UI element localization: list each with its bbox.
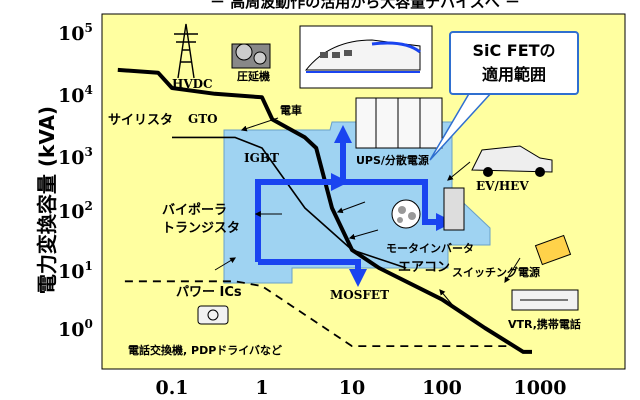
y-tick-base: 10 bbox=[58, 201, 84, 223]
power-pylon-icon bbox=[174, 23, 198, 79]
callout-box bbox=[449, 31, 579, 95]
y-ticks: 105 104 103 102 101 100 bbox=[58, 21, 93, 341]
y-tick-base: 10 bbox=[58, 261, 84, 283]
thyristor-label: サイリスタ bbox=[108, 113, 173, 128]
telephone-icon bbox=[197, 305, 229, 325]
vcr-icon bbox=[511, 289, 579, 311]
y-tick-label: 101 bbox=[58, 259, 93, 283]
x-tick-label: 1000 bbox=[514, 377, 567, 399]
y-tick-base: 10 bbox=[58, 319, 84, 341]
y-tick-label: 100 bbox=[58, 317, 93, 341]
series-line bbox=[172, 136, 407, 269]
car-icon bbox=[471, 145, 553, 177]
server-rack-icon bbox=[355, 97, 443, 149]
x-tick-label: 0.1 bbox=[155, 377, 188, 399]
mosfet-label: MOSFET bbox=[330, 288, 389, 302]
callout-line-1: SiC FETの bbox=[472, 41, 555, 60]
y-tick-base: 10 bbox=[58, 23, 84, 45]
y-tick-exp: 3 bbox=[84, 145, 92, 159]
y-tick-exp: 2 bbox=[84, 199, 92, 213]
pointer-arrow bbox=[447, 161, 471, 181]
arrow-down bbox=[258, 259, 367, 287]
arrow-right bbox=[343, 179, 454, 231]
y-tick-exp: 5 bbox=[84, 21, 92, 35]
hvdc-label: HVDC bbox=[172, 77, 213, 91]
y-tick-base: 10 bbox=[58, 85, 84, 107]
x-tick-label: 10 bbox=[339, 377, 365, 399]
y-tick-label: 103 bbox=[58, 145, 93, 169]
x-ticks: 0.1 1 10 100 1000 bbox=[155, 377, 566, 399]
pointer-arrow bbox=[336, 201, 366, 214]
ups-label: UPS/分散電源 bbox=[356, 153, 429, 167]
y-tick-exp: 1 bbox=[84, 259, 92, 273]
series-line bbox=[124, 280, 512, 347]
power-ic-label: パワー ICs bbox=[176, 285, 242, 300]
pointer-arrow bbox=[348, 229, 379, 240]
device-curves bbox=[117, 67, 532, 354]
gto-label: GTO bbox=[188, 112, 218, 126]
series-line bbox=[117, 67, 532, 354]
y-tick-exp: 0 bbox=[84, 317, 92, 331]
rolling-mill-label: 圧延機 bbox=[237, 69, 270, 83]
y-tick-label: 104 bbox=[58, 83, 93, 107]
pointer-arrow bbox=[439, 289, 456, 309]
motor-inverter-label: モータインバータ bbox=[386, 242, 474, 255]
bipolar-label: バイポーラ bbox=[162, 202, 227, 218]
switching-label: スイッチング電源 bbox=[452, 265, 540, 279]
motor-coil-icon bbox=[391, 199, 421, 229]
callout-line-2: 適用範囲 bbox=[482, 65, 546, 84]
x-tick-label: 1 bbox=[255, 377, 268, 399]
rolling-mill-icon bbox=[231, 43, 271, 69]
igbt-label: IGBT bbox=[244, 151, 279, 165]
bottom-apps-label: 電話交換機, PDPドライバなど bbox=[128, 343, 282, 357]
y-tick-base: 10 bbox=[58, 147, 84, 169]
ev-label: EV/HEV bbox=[476, 179, 529, 193]
pointer-arrow bbox=[214, 257, 237, 271]
sic-region bbox=[223, 121, 491, 284]
transistor-label: トランジスタ bbox=[162, 221, 240, 236]
train-label: 電車 bbox=[280, 103, 302, 117]
y-tick-label: 105 bbox=[58, 21, 93, 45]
chart-title: － 高周波動作の活用から大容量デバイスへ － bbox=[210, 0, 520, 11]
aircon-label: エアコン bbox=[398, 260, 450, 275]
y-tick-label: 102 bbox=[58, 199, 93, 223]
y-axis-label: 電力変換容量 (kVA) bbox=[35, 106, 59, 294]
vtr-label: VTR,携帯電話 bbox=[508, 317, 581, 331]
sic-callout: SiC FETの 適用範囲 bbox=[429, 31, 579, 161]
train-image bbox=[299, 25, 433, 89]
y-tick-exp: 4 bbox=[84, 83, 92, 97]
x-tick-label: 100 bbox=[422, 377, 462, 399]
circuit-board-icon bbox=[534, 234, 572, 266]
annotation-labels: HVDC 圧延機 サイリスタ GTO 電車 IGBT UPS/分散電源 バイポー… bbox=[108, 69, 581, 357]
pointer-arrow bbox=[504, 257, 521, 284]
pointer-arrow bbox=[240, 117, 279, 132]
expansion-arrows bbox=[255, 125, 454, 287]
cabinet-icon bbox=[443, 187, 465, 231]
arrow-up-left bbox=[255, 173, 349, 262]
